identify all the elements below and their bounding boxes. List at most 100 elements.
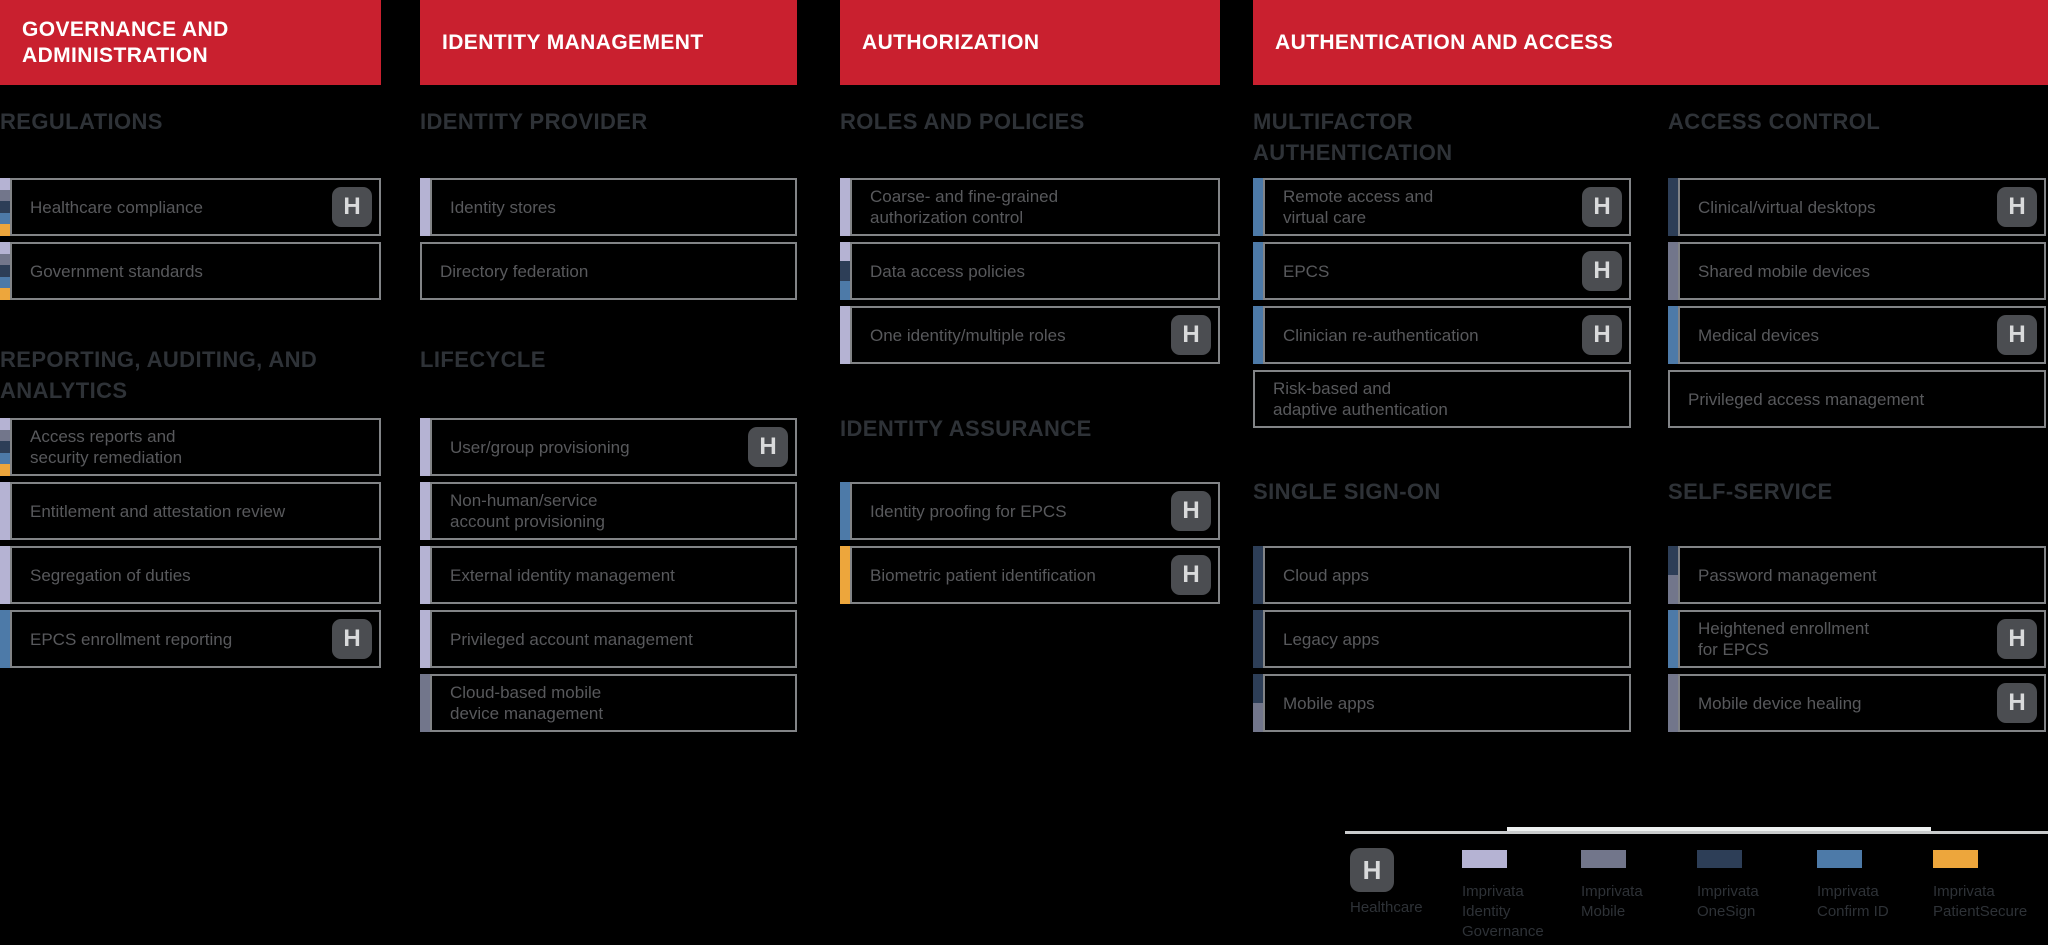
item-label: EPCS enrollment reporting: [30, 629, 233, 649]
section-title: LIFECYCLE: [420, 347, 546, 372]
product-stripe-segment-mobile: [1253, 703, 1263, 732]
product-stripe-segment-mobile: [1668, 242, 1678, 300]
product-stripe: [1253, 242, 1263, 300]
section-title: SINGLE SIGN-ON: [1253, 479, 1441, 504]
section-title: SELF-SERVICE: [1668, 479, 1833, 504]
item-label: Identity stores: [450, 197, 556, 217]
matrix-item: Identity stores: [420, 178, 797, 236]
section-title: ACCESS CONTROL: [1668, 109, 1881, 134]
item-label: Cloud apps: [1283, 565, 1370, 585]
matrix-item: User/group provisioning H: [420, 418, 797, 476]
section-title: MULTIFACTOR AUTHENTICATION: [1253, 109, 1453, 165]
legend-healthcare-label: Healthcare: [1350, 899, 1423, 916]
product-stripe: [840, 546, 850, 604]
healthcare-badge-icon: H: [1171, 491, 1211, 531]
product-stripe-segment-identity_governance: [840, 242, 850, 262]
product-stripe-segment-confirm_id: [1668, 610, 1678, 668]
product-stripe: [1668, 546, 1678, 604]
product-stripe: [420, 546, 430, 604]
product-stripe: [1253, 610, 1263, 668]
item-label: EPCS: [1283, 261, 1330, 281]
matrix-item: EPCS H: [1253, 242, 1631, 300]
item-box: Coarse- and fine-grained authorization c…: [850, 178, 1220, 236]
product-stripe: [1253, 306, 1263, 364]
product-stripe: [0, 178, 10, 236]
product-stripe-segment-identity_governance: [0, 418, 10, 430]
product-stripe: [420, 178, 430, 236]
item-label: Segregation of duties: [30, 565, 191, 585]
matrix-item: External identity management: [420, 546, 797, 604]
product-stripe: [0, 418, 10, 476]
item-box: Password management: [1678, 546, 2046, 604]
product-stripe-segment-onesign: [0, 265, 10, 277]
product-stripe-segment-confirm_id: [0, 452, 10, 465]
product-stripe: [1253, 674, 1263, 732]
item-label: Risk-based and adaptive authentication: [1273, 379, 1448, 419]
product-stripe-segment-identity_governance: [840, 178, 850, 236]
item-box: Segregation of duties: [10, 546, 381, 604]
healthcare-badge-icon: H: [1582, 251, 1622, 291]
product-stripe-segment-identity_governance: [0, 242, 10, 254]
legend-swatch-onesign: [1697, 850, 1742, 868]
product-stripe-segment-confirm_id: [0, 212, 10, 225]
item-label: Privileged access management: [1688, 389, 1925, 409]
matrix-item: Entitlement and attestation review: [0, 482, 381, 540]
item-label: Government standards: [30, 261, 203, 281]
product-stripe-segment-onesign: [0, 201, 10, 213]
product-stripe-segment-onesign: [1253, 610, 1263, 668]
product-stripe-segment-patientsecure: [0, 464, 10, 476]
product-stripe: [0, 546, 10, 604]
item-label: User/group provisioning: [450, 437, 630, 457]
product-stripe-segment-onesign: [0, 441, 10, 453]
matrix-item: Legacy apps: [1253, 610, 1631, 668]
product-stripe-segment-confirm_id: [840, 482, 850, 540]
healthcare-badge-icon: H: [748, 427, 788, 467]
product-stripe-segment-onesign: [1253, 674, 1263, 703]
section-title: REPORTING, AUDITING, AND ANALYTICS: [0, 347, 318, 403]
product-stripe-segment-mobile: [1668, 575, 1678, 604]
item-box: Data access policies: [850, 242, 1220, 300]
product-stripe-segment-identity_governance: [840, 306, 850, 364]
item-box: Cloud-based mobile device management: [430, 674, 797, 732]
legend-healthcare-badge-icon: H: [1350, 848, 1394, 892]
column-header: AUTHENTICATION AND ACCESS: [1253, 0, 2048, 85]
item-label: Cloud-based mobile device management: [450, 683, 604, 723]
product-stripe-segment-onesign: [1253, 546, 1263, 604]
matrix-item: Shared mobile devices: [1668, 242, 2046, 300]
item-label: One identity/multiple roles: [870, 325, 1066, 345]
legend-swatch-patientsecure: [1933, 850, 1978, 868]
item-box: Entitlement and attestation review: [10, 482, 381, 540]
matrix-item: Password management: [1668, 546, 2046, 604]
item-box: External identity management: [430, 546, 797, 604]
matrix-item: Mobile apps: [1253, 674, 1631, 732]
matrix-item: Government standards: [0, 242, 381, 300]
healthcare-badge-icon: H: [332, 619, 372, 659]
product-stripe-segment-confirm_id: [0, 276, 10, 289]
product-stripe: [0, 610, 10, 668]
healthcare-badge-icon: H: [1997, 187, 2037, 227]
product-stripe-segment-identity_governance: [420, 610, 430, 668]
product-stripe: [0, 242, 10, 300]
product-stripe-segment-identity_governance: [420, 546, 430, 604]
product-stripe-segment-onesign: [840, 261, 850, 281]
matrix-item: Segregation of duties: [0, 546, 381, 604]
item-label: Biometric patient identification: [870, 565, 1096, 585]
product-stripe-segment-mobile: [420, 674, 430, 732]
legend-swatch-identity_governance: [1462, 850, 1507, 868]
product-stripe-segment-identity_governance: [420, 482, 430, 540]
item-label: Mobile apps: [1283, 693, 1375, 713]
product-stripe-segment-identity_governance: [0, 178, 10, 190]
item-label: Access reports and security remediation: [30, 427, 183, 467]
healthcare-badge-icon: H: [332, 187, 372, 227]
product-stripe: [420, 610, 430, 668]
